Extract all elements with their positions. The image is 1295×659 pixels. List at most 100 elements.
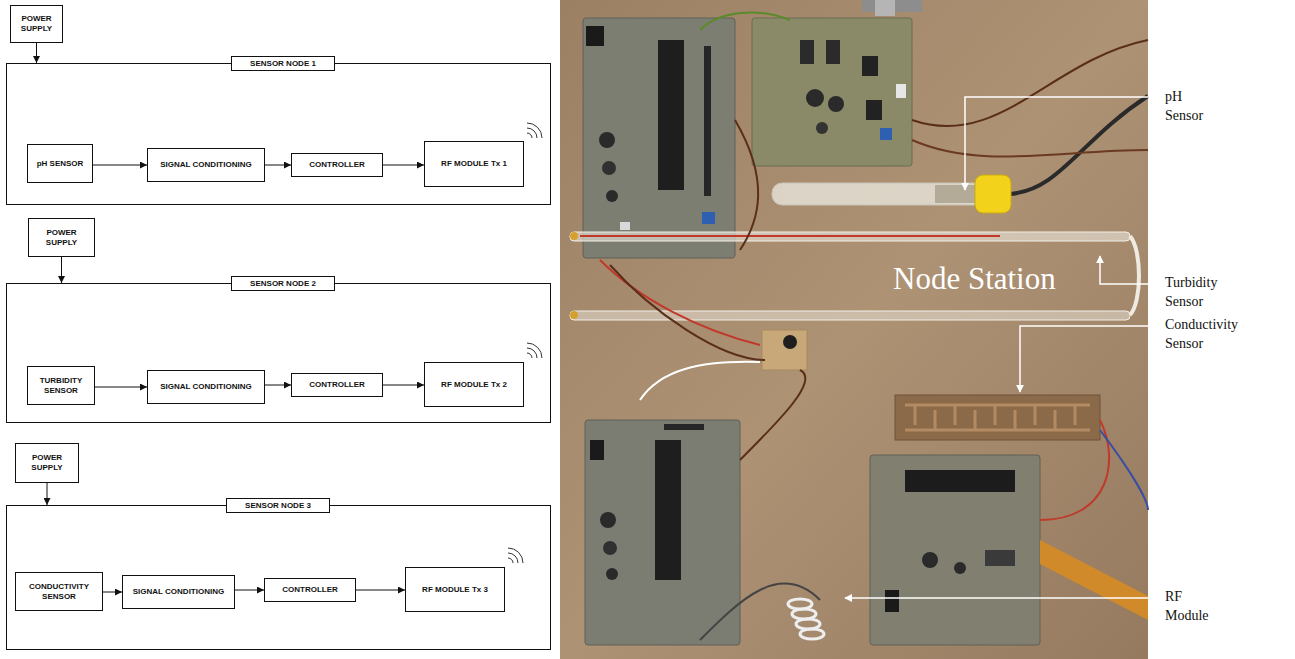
block-label: RF MODULE Tx 1 <box>441 159 507 169</box>
rf-module-coil <box>792 609 816 619</box>
block-label: TURBIDITY SENSOR <box>32 376 90 396</box>
ph-electrode <box>975 175 1011 213</box>
signal-conditioning-board <box>752 18 912 166</box>
controller-board <box>658 40 684 190</box>
block-label: RF MODULE Tx 2 <box>441 380 507 390</box>
bnc-connector <box>875 0 895 16</box>
controller-board <box>922 552 938 568</box>
connector-arrow <box>95 387 147 388</box>
block-box: pH SENSOR <box>27 144 93 183</box>
signal-conditioning-board <box>826 40 840 64</box>
wireless-symbol <box>527 343 542 358</box>
signal-conditioning-board <box>816 122 828 134</box>
controller-board <box>954 562 966 574</box>
turbidity-tube <box>570 232 1130 241</box>
rf-module-coil <box>788 599 824 639</box>
controller-board <box>603 541 617 555</box>
perfboard <box>762 330 807 370</box>
wireless-symbol <box>508 548 523 563</box>
sensor-node-frame: SENSOR NODE 1pH SENSORSIGNAL CONDITIONIN… <box>6 63 551 205</box>
block-box: TURBIDITY SENSOR <box>27 366 95 405</box>
controller-board <box>599 132 615 148</box>
controller-board <box>704 46 711 196</box>
signal-conditioning-board <box>800 40 814 64</box>
connector-arrow <box>356 590 405 591</box>
block-box: RF MODULE Tx 3 <box>405 567 505 612</box>
block-label: CONTROLLER <box>309 380 365 390</box>
leader-line <box>1100 256 1150 284</box>
block-box: POWER SUPPLY <box>15 443 79 483</box>
signal-conditioning-board <box>806 89 824 107</box>
wire <box>610 265 765 360</box>
signal-conditioning-board <box>828 96 844 112</box>
controller-board <box>583 18 735 258</box>
block-box: SIGNAL CONDITIONING <box>147 370 265 404</box>
controller-board <box>905 470 1015 492</box>
turbidity-tube <box>570 311 1130 320</box>
signal-conditioning-board <box>752 18 912 166</box>
block-box: RF MODULE Tx 1 <box>424 141 524 187</box>
connector-arrow <box>103 592 122 593</box>
part-label: Conductivity Sensor <box>1165 316 1238 354</box>
wire <box>912 140 1148 157</box>
block-box: CONTROLLER <box>264 578 356 602</box>
connector-arrow <box>36 43 37 63</box>
wire <box>912 40 1148 126</box>
wire <box>600 260 760 345</box>
connector-arrow <box>61 257 62 283</box>
connector-arrow <box>47 483 48 505</box>
turbidity-tube <box>570 311 578 319</box>
rf-module-coil <box>796 619 820 629</box>
part-label: pH Sensor <box>1165 88 1203 126</box>
controller-board <box>870 455 1040 645</box>
block-box: RF MODULE Tx 2 <box>424 362 524 407</box>
block-label: pH SENSOR <box>37 159 84 169</box>
controller-board <box>702 212 715 224</box>
leader-line <box>845 597 1150 599</box>
block-label: CONDUCTIVITY SENSOR <box>20 582 98 602</box>
controller-board <box>606 568 618 580</box>
connector-arrow <box>383 165 424 166</box>
part-label: RF Module <box>1165 588 1209 626</box>
block-label: POWER SUPPLY <box>33 228 90 248</box>
controller-board <box>606 190 618 202</box>
connector-arrow <box>235 590 264 591</box>
wire <box>700 583 820 640</box>
controller-board <box>620 222 630 230</box>
controller-board <box>655 440 681 580</box>
signal-conditioning-board <box>880 128 892 140</box>
signal-conditioning-board <box>896 84 906 98</box>
connector-arrow <box>265 385 291 386</box>
ph-electrode <box>772 183 984 205</box>
turbidity-tube <box>1130 236 1139 315</box>
block-label: POWER SUPPLY <box>15 14 58 34</box>
turbidity-tube <box>580 235 1000 237</box>
controller-board <box>585 420 740 645</box>
ph-electrode <box>935 185 975 203</box>
perfboard <box>783 335 797 349</box>
block-box: CONDUCTIVITY SENSOR <box>15 572 103 611</box>
block-box: CONTROLLER <box>291 373 383 397</box>
photo-caption: Node Station <box>893 262 1056 296</box>
conductivity-electrode <box>905 405 1090 430</box>
connector-arrow <box>265 165 291 166</box>
conductivity-electrode <box>895 395 1100 440</box>
controller-board <box>583 18 735 258</box>
block-box: CONTROLLER <box>291 153 383 177</box>
wire <box>700 13 790 30</box>
rf-module-coil <box>788 599 812 609</box>
wireless-symbol <box>527 123 542 138</box>
signal-conditioning-board <box>862 56 878 76</box>
block-box: SIGNAL CONDITIONING <box>147 148 265 182</box>
controller-board <box>870 455 1148 645</box>
controller-board <box>590 440 604 460</box>
leader-line <box>845 97 1150 598</box>
controller-board <box>985 550 1015 566</box>
part-label: Turbidity Sensor <box>1165 274 1217 312</box>
ph-electrode <box>772 96 1148 213</box>
block-box: SIGNAL CONDITIONING <box>122 575 235 609</box>
controller-board <box>885 590 899 612</box>
